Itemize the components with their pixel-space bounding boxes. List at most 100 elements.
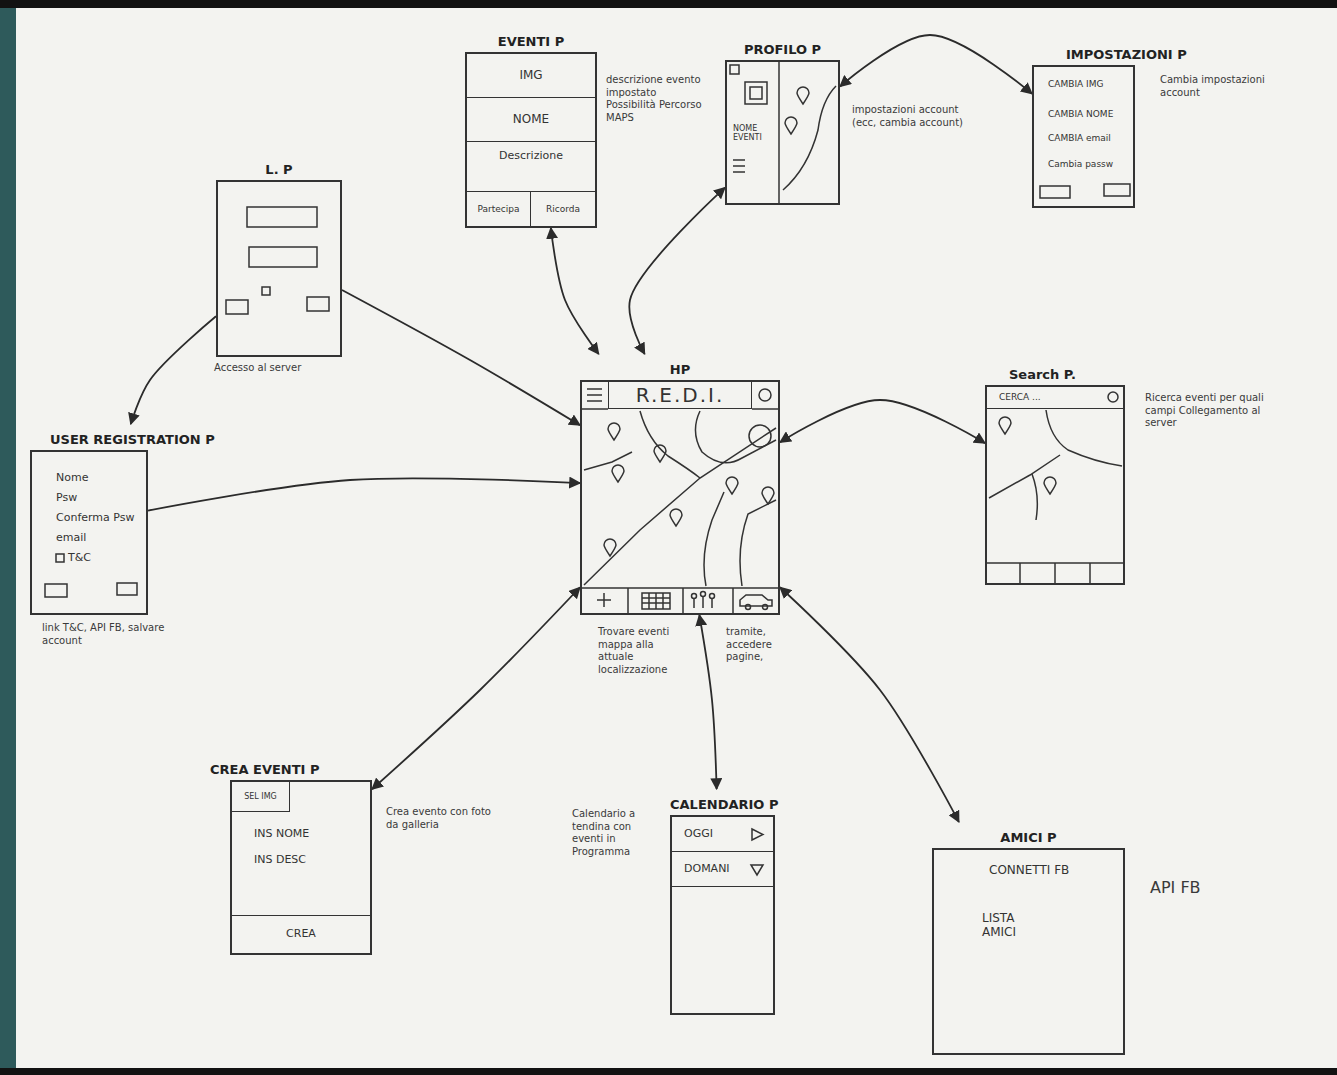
friends-icon [702,597,704,608]
screen-field-text: Nome [56,472,146,485]
screen-wireframe: CREA EVENTI PINS NOMEINS DESCSEL IMGCREA [230,754,372,955]
screen-heading-row: Search P. [985,359,1125,385]
screen-heading-row: USER REGISTRATION P [30,424,148,450]
section-text: Partecipa [478,204,520,214]
tab-divider [627,588,629,613]
screen-section: OGGI [672,817,773,852]
button [117,583,137,595]
screen-section: IMG [467,54,595,98]
screen-wireframe: AMICI P CONNETTI FB LISTA AMICI [932,822,1125,1055]
menu-icon [733,159,745,161]
annotation-note: Crea evento con foto da galleria [386,806,496,831]
screen-section: NOME [467,98,595,142]
connector-arrow [780,587,959,822]
screen-heading-row: CALENDARIO P [670,789,775,815]
screen-frame: INS NOMEINS DESCSEL IMGCREA [230,780,372,955]
connector-arrow [780,400,985,443]
map-road [1032,474,1037,520]
section-text: OGGI [684,828,713,841]
screen-section: SEL IMG [232,782,290,812]
plus-icon [603,593,605,607]
expand-triangle [752,829,763,840]
friends-icon [710,594,715,599]
friends-icon [693,599,695,608]
screen-frame: IMGNOMEDescrizionePartecipaRicorda [465,52,597,228]
map-road [704,492,724,586]
screen-heading-row: AMICI P [932,822,1125,848]
menu-icon [733,171,745,173]
screen-frame: CONNETTI FB LISTA AMICI [932,848,1125,1055]
screen-section: CREA [232,915,370,953]
section-text: NOME [513,113,549,127]
screen-field-text: T&C [68,552,138,565]
button [307,297,329,311]
input-field [247,207,317,227]
annotation-note: descrizione evento impostato Possibilità… [606,74,706,124]
map-pin [785,117,797,134]
annotation-note: tramite, accedere pagine, [726,626,788,664]
calendar-icon [642,593,670,609]
screen-wireframe: L. P [216,154,342,357]
map-road [740,500,776,586]
annotation-note: Cambia impostazioni account [1160,74,1300,99]
screen-title: CREA EVENTI P [210,760,319,780]
screen-frame: CERCA ... [985,385,1125,585]
screen-section: R.E.D.I. [608,382,752,409]
profile-picture [750,87,762,99]
map-roundabout [749,425,771,447]
screen-heading-row: CREA EVENTI P [230,754,372,780]
screen-field-text: INS DESC [254,854,364,867]
annotation-note: Accesso al server [214,362,344,375]
menu-icon [587,394,602,396]
screen-wireframe: IMPOSTAZIONI PCAMBIA IMGCAMBIA NOMECAMBI… [1032,39,1135,208]
tab-divider [1054,563,1056,583]
section-text: DOMANI [684,863,730,876]
screen-field-text: NOME EVENTI [733,124,777,142]
column-divider [778,62,780,203]
annotation-note: impostazioni account (ecc, cambia accoun… [852,104,964,129]
section-text: Ricorda [546,204,580,214]
map-road [640,411,700,478]
screen-field-text: CONNETTI FB [989,864,1114,878]
screen-field-text: LISTA AMICI [982,912,1032,940]
screen-wireframe: EVENTI PIMGNOMEDescrizionePartecipaRicor… [465,26,597,228]
map-pin [612,465,624,482]
tab-bar-line [582,587,778,589]
screen-title: Search P. [1009,365,1076,385]
screen-frame: CAMBIA IMGCAMBIA NOMECAMBIA emailCambia … [1032,65,1135,208]
annotation-note: link T&C, API FB, salvare account [42,622,172,647]
sketch-details [45,62,1130,875]
screen-wireframe: Search P.CERCA ... [985,359,1125,585]
friends-icon [711,599,713,608]
screen-heading-row: EVENTI P [465,26,597,52]
calendar-icon [642,602,670,604]
screen-title: AMICI P [1000,828,1056,848]
screen-wireframe: PROFILO P NOME EVENTI [725,34,840,205]
screen-title: HP [670,360,690,380]
menu-icon [587,388,602,390]
screen-heading-row: IMPOSTAZIONI P [1032,39,1135,65]
annotation-note: API FB [1150,878,1240,898]
profile-picture [745,82,767,104]
screen-field-text: Cambia passw [1048,159,1133,169]
car-wheel [763,605,768,610]
map-pin [762,487,774,504]
connector-arrow [148,478,580,510]
screen-heading-row: L. P [216,154,342,180]
map-pin [654,445,666,462]
screen-frame: NomePswConferma PswemailT&C [30,450,148,615]
friends-icon [701,592,706,597]
screen-heading-row: PROFILO P [725,34,840,60]
screen-section: Partecipa [467,192,531,226]
screen-frame [216,180,342,357]
screen-frame: OGGI DOMANI [670,815,775,1015]
connector-arrow [699,615,716,789]
search-icon [1108,392,1118,402]
screen-title: IMPOSTAZIONI P [1066,45,1187,65]
map-pin [604,539,616,556]
car-icon [740,595,772,606]
map-road [695,411,776,463]
